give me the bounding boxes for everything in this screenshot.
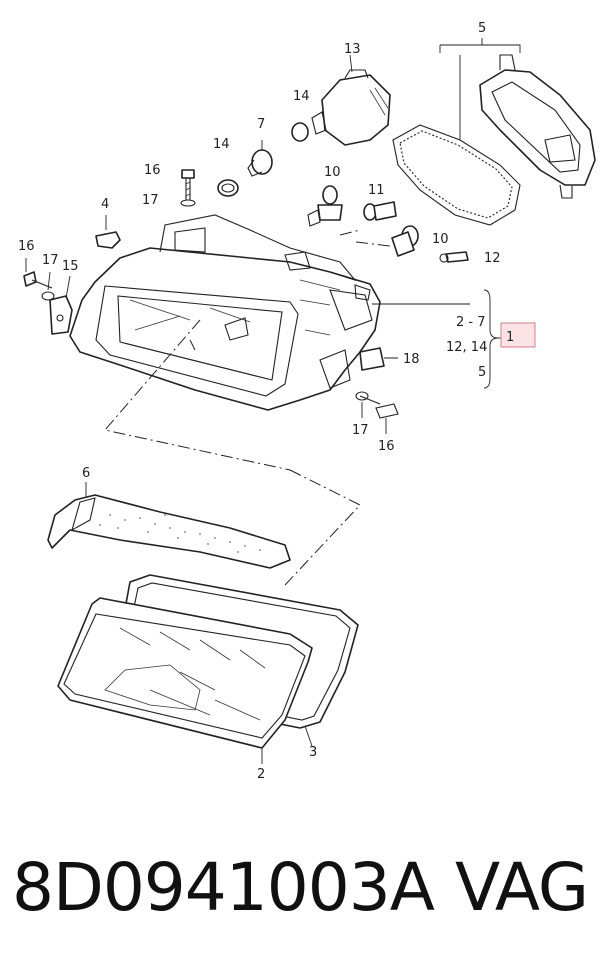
label-15: 15 bbox=[62, 259, 79, 274]
label-5: 5 bbox=[478, 21, 486, 36]
label-3: 3 bbox=[309, 745, 317, 760]
label-16-top: 16 bbox=[144, 163, 161, 178]
part-6-strip bbox=[47, 482, 291, 569]
label-range-5: 5 bbox=[478, 365, 486, 380]
brand-name: VAG bbox=[455, 849, 589, 926]
label-12: 12 bbox=[484, 251, 501, 266]
strip-texture bbox=[99, 514, 261, 553]
label-1: 1 bbox=[506, 330, 514, 345]
label-17-top: 17 bbox=[142, 193, 159, 208]
label-13: 13 bbox=[344, 42, 361, 57]
label-7: 7 bbox=[257, 117, 265, 132]
label-18: 18 bbox=[403, 352, 420, 367]
label-10-top: 10 bbox=[324, 165, 341, 180]
label-2: 2 bbox=[257, 767, 265, 782]
label-14-left: 14 bbox=[213, 137, 230, 152]
label-10-right: 10 bbox=[432, 232, 449, 247]
part-13-module bbox=[311, 54, 391, 146]
label-16-bottom: 16 bbox=[378, 439, 395, 454]
label-16-left: 16 bbox=[18, 239, 35, 254]
bulbs bbox=[180, 122, 469, 263]
right-fasteners bbox=[355, 347, 399, 434]
left-bracket bbox=[23, 258, 73, 335]
assembly-line bbox=[104, 319, 361, 586]
callout-labels: 13 5 14 7 14 16 17 10 11 10 12 4 16 17 1… bbox=[18, 21, 536, 782]
label-17-left: 17 bbox=[42, 253, 59, 268]
label-range-2-7: 2 - 7 bbox=[456, 315, 486, 330]
part-5-frame bbox=[392, 38, 596, 226]
label-17-bottom: 17 bbox=[352, 423, 369, 438]
part-number: 8D0941003A bbox=[12, 849, 435, 926]
label-14-top: 14 bbox=[293, 89, 310, 104]
label-4: 4 bbox=[101, 197, 109, 212]
label-6: 6 bbox=[82, 466, 90, 481]
label-range-12-14: 12, 14 bbox=[446, 340, 487, 355]
highlight-box-1 bbox=[500, 322, 536, 348]
part-4-clip bbox=[95, 215, 121, 249]
label-11: 11 bbox=[368, 183, 385, 198]
headlamp-housing bbox=[69, 214, 381, 411]
part-2-lens bbox=[57, 597, 313, 764]
